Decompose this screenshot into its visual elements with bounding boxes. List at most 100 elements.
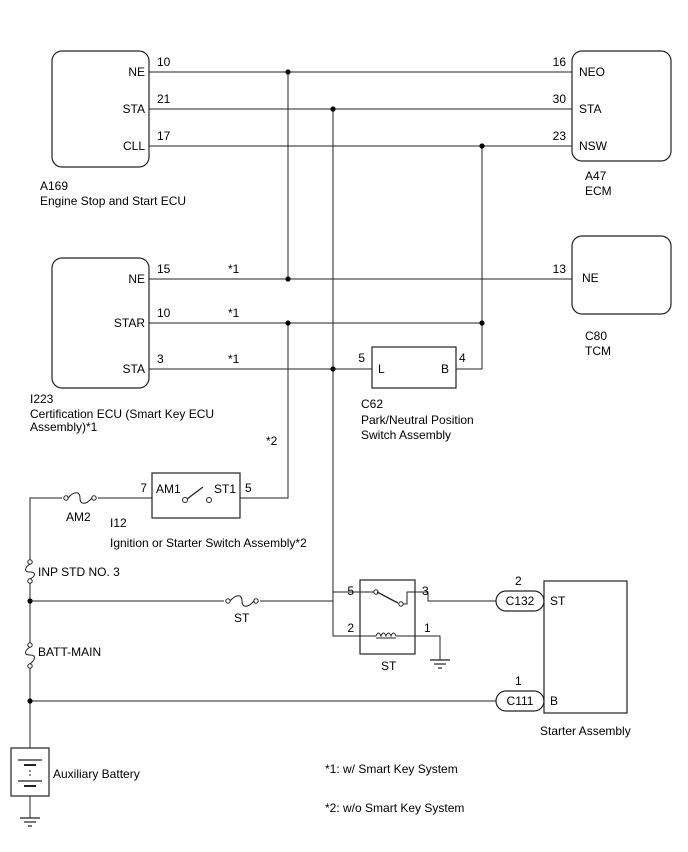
fuse-am2-icon xyxy=(62,492,98,504)
wire-number: 2 xyxy=(347,621,354,635)
fuse-batt-main-label: BATT-MAIN xyxy=(38,645,101,659)
wire-st-fuse xyxy=(30,591,360,602)
wire-am1 xyxy=(29,497,152,560)
st-relay-box xyxy=(359,579,416,655)
st-relay-label: ST xyxy=(381,659,397,673)
a169-box xyxy=(51,50,150,168)
switch-contact-icon xyxy=(182,486,212,503)
junction-dot xyxy=(479,143,485,149)
ground-icon xyxy=(430,659,450,669)
junctions xyxy=(27,69,485,704)
wire-number: 30 xyxy=(553,92,567,106)
i12-ignition-switch: AM1 ST1 I12 Ignition or Starter Switch A… xyxy=(110,472,307,550)
a47-ecm: NEO STA NSW A47 ECM xyxy=(571,50,672,198)
c62-code: C62 xyxy=(361,397,383,411)
c80-name: TCM xyxy=(585,344,611,358)
c80-pin-ne: NE xyxy=(582,271,599,285)
wire-number: 2 xyxy=(515,574,522,588)
wire-number: 5 xyxy=(358,351,365,365)
i12-pin-st1: ST1 xyxy=(214,482,236,496)
fuse-inp-std-label: INP STD NO. 3 xyxy=(38,565,120,579)
junction-dot xyxy=(330,106,336,112)
i223-pin-sta: STA xyxy=(123,362,145,376)
wire-mark: *1 xyxy=(228,262,240,276)
i223-box xyxy=(51,257,150,389)
c62-box xyxy=(371,346,457,389)
fuse-batt-main-icon xyxy=(25,642,35,669)
a47-code: A47 xyxy=(585,169,607,183)
wire-mark: *2 xyxy=(266,434,278,448)
a169-pin-ne: NE xyxy=(128,65,145,79)
c62-pin-l: L xyxy=(378,362,385,376)
i12-box xyxy=(151,472,241,519)
wire-number: 1 xyxy=(515,674,522,688)
i223-code: I223 xyxy=(30,392,54,406)
fuse-inp-std-icon xyxy=(25,559,35,584)
ground-icon xyxy=(20,817,40,827)
c80-code: C80 xyxy=(585,329,607,343)
wire-relay-c132 xyxy=(415,591,496,602)
i12-name: Ignition or Starter Switch Assembly*2 xyxy=(110,536,307,550)
wire-relay-coil-in xyxy=(332,627,360,637)
starter-name: Starter Assembly xyxy=(540,724,631,738)
wire-mark: *1 xyxy=(228,306,240,320)
c62-name-line1: Park/Neutral Position xyxy=(361,413,474,427)
wire-mark: *1 xyxy=(228,352,240,366)
junction-dot xyxy=(285,276,291,282)
wire-number: 15 xyxy=(157,262,171,276)
wire-number: 16 xyxy=(553,55,567,69)
starter-box xyxy=(543,580,628,714)
wire-number: 1 xyxy=(424,621,431,635)
a47-pin-nsw: NSW xyxy=(579,139,608,153)
starter-pin-st: ST xyxy=(550,594,566,608)
auxiliary-battery: Auxiliary Battery xyxy=(10,747,140,827)
wire-number: 10 xyxy=(157,306,171,320)
a47-pin-sta: STA xyxy=(579,102,601,116)
connector-c111-label: C111 xyxy=(507,694,534,708)
wire-st1 xyxy=(240,323,289,499)
i223-pin-star: STAR xyxy=(114,316,145,330)
connector-c111: C111 xyxy=(495,690,545,712)
a47-box xyxy=(571,50,672,162)
a169-pin-cll: CLL xyxy=(123,139,145,153)
i223-name-line1: Certification ECU (Smart Key ECU xyxy=(30,407,214,421)
junction-dot xyxy=(285,320,291,326)
connector-c132-label: C132 xyxy=(506,594,535,608)
starter-pin-b: B xyxy=(550,694,558,708)
wire-number: 13 xyxy=(553,262,567,276)
a47-pin-neo: NEO xyxy=(579,65,605,79)
starter-assembly: ST B Starter Assembly xyxy=(540,580,631,738)
st-relay: ST xyxy=(359,579,416,673)
i223-pin-ne: NE xyxy=(128,272,145,286)
wire-number: 17 xyxy=(157,129,171,143)
wire-number: 5 xyxy=(245,481,252,495)
c62-park-neutral-switch: L B C62 Park/Neutral Position Switch Ass… xyxy=(361,346,474,442)
note-smart-key: *1: w/ Smart Key System xyxy=(325,762,458,776)
relay-contact-icon xyxy=(360,589,415,607)
wire-relay-ground xyxy=(415,635,441,660)
c80-box xyxy=(571,235,672,315)
note-no-smart-key: *2: w/o Smart Key System xyxy=(325,801,464,815)
c62-pin-b: B xyxy=(441,362,449,376)
i12-pin-am1: AM1 xyxy=(156,482,181,496)
a169-name: Engine Stop and Start ECU xyxy=(40,194,186,208)
junction-dot xyxy=(27,598,33,604)
i12-code: I12 xyxy=(110,516,127,530)
connector-c132: C132 xyxy=(495,590,545,612)
junction-dot xyxy=(285,69,291,75)
wire-number: 4 xyxy=(459,351,466,365)
a169-code: A169 xyxy=(40,179,68,193)
a47-name: ECM xyxy=(585,184,612,198)
c80-tcm: NE C80 TCM xyxy=(571,235,672,358)
junction-dot xyxy=(330,366,336,372)
junction-dot xyxy=(27,698,33,704)
junction-dot xyxy=(479,320,485,326)
i223-name-line2: Assembly)*1 xyxy=(30,420,98,434)
c62-name-line2: Switch Assembly xyxy=(361,428,451,442)
wire-number: 10 xyxy=(157,55,171,69)
battery-name: Auxiliary Battery xyxy=(53,767,140,781)
wire-number: 23 xyxy=(553,129,567,143)
wire-number: 3 xyxy=(157,352,164,366)
wire-number: 21 xyxy=(157,92,171,106)
